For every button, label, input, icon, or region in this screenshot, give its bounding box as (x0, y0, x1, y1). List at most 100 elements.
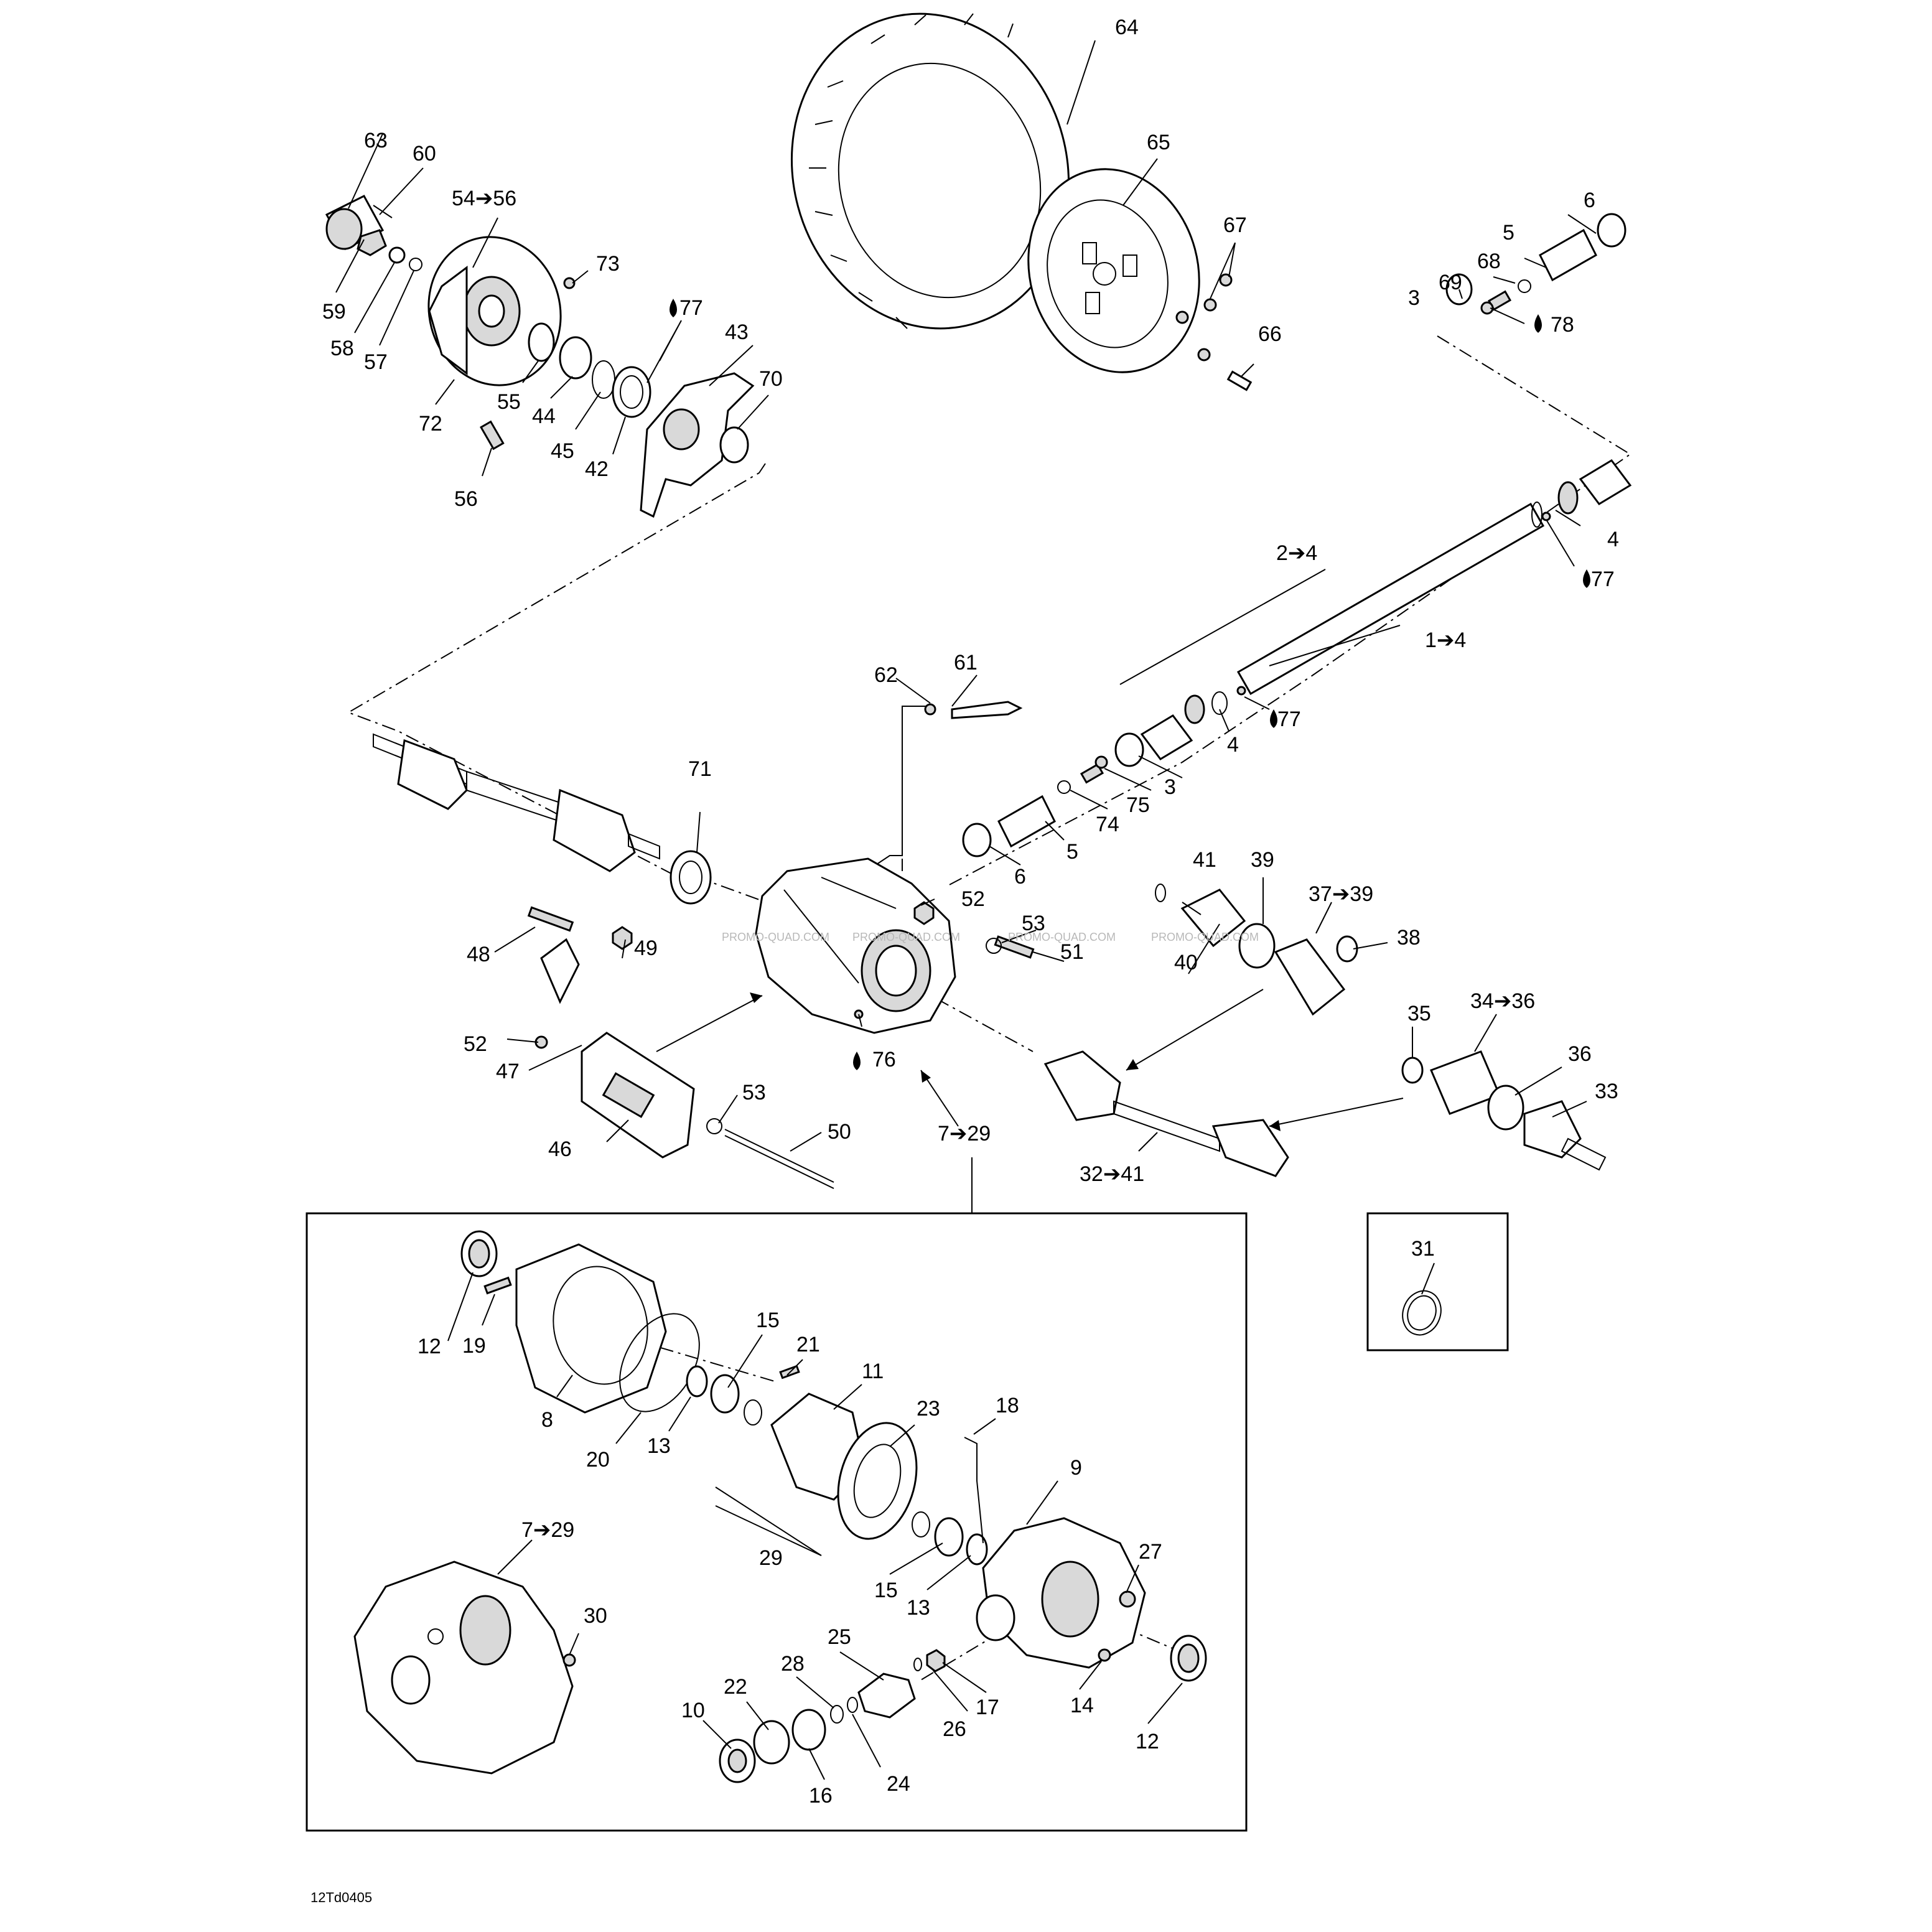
callout: 15 (874, 1579, 898, 1602)
callout: 73 (596, 252, 620, 276)
callout: 33 (1595, 1080, 1618, 1103)
callout: 9 (1070, 1456, 1082, 1480)
ring-31 (1402, 1290, 1442, 1336)
drive-shaft-1 (1236, 502, 1551, 696)
callout: 53 (1022, 912, 1045, 935)
callout: 52 (464, 1032, 487, 1056)
callout: 41 (1193, 848, 1216, 872)
callout: 58 (330, 337, 354, 360)
callout: 15 (756, 1309, 780, 1332)
callout: 6 (1014, 865, 1026, 889)
callout: 56 (454, 487, 478, 511)
assembled-housing-7-29 (353, 1561, 574, 1775)
watermark: PROMO-QUAD.COM PROMO-QUAD.COM PROMO-QUAD… (722, 931, 1259, 943)
callout: 64 (1115, 16, 1139, 39)
drawing-code: 12Td0405 (310, 1890, 372, 1905)
seal-71 (670, 850, 712, 905)
callout: 77 (1277, 707, 1301, 731)
callout-labels: 64 65 67 66 6 5 68 69 3 78 2➔4 4 77 1➔4 … (322, 16, 1619, 1808)
callout: 78 (1551, 313, 1574, 337)
wheel-stud-66 (1226, 370, 1253, 391)
callout: 39 (1251, 848, 1274, 872)
ring-gear-23 (837, 1422, 918, 1540)
callout: 17 (976, 1696, 999, 1719)
svg-text:PROMO-QUAD.COM: PROMO-QUAD.COM (1008, 931, 1116, 943)
callout: 74 (1096, 813, 1119, 836)
callout: 4 (1607, 528, 1619, 551)
plug-14 (1098, 1648, 1111, 1662)
bearing-seals-55-44-45-42 (528, 322, 651, 418)
callout: 61 (954, 651, 978, 674)
callout: 51 (1060, 940, 1084, 964)
callout: 54➔56 (452, 187, 516, 210)
pinion-stack-10-28 (719, 1697, 858, 1783)
callout: 44 (532, 404, 556, 428)
callout: 18 (996, 1394, 1019, 1417)
callout: 45 (551, 439, 574, 463)
callout: 36 (1568, 1042, 1592, 1066)
callout: 60 (413, 142, 436, 166)
callout: 19 (462, 1334, 486, 1358)
yoke-5-6-upper (1480, 213, 1626, 315)
tube-18 (964, 1437, 984, 1544)
axle-left (373, 733, 660, 872)
bolt-19 (483, 1276, 512, 1295)
callout: 77 (679, 296, 703, 320)
callout: 68 (1477, 250, 1501, 273)
callout: 34➔36 (1470, 989, 1535, 1013)
callout: 55 (497, 390, 521, 414)
callout: 3 (1164, 775, 1176, 799)
callout: 71 (688, 757, 712, 781)
oil-drop-icon (670, 299, 1590, 1070)
callout: 1➔4 (1425, 628, 1466, 652)
knuckle-43 (640, 372, 755, 518)
callout: 59 (322, 300, 346, 324)
callout: 20 (586, 1448, 610, 1472)
callout: 43 (725, 320, 749, 344)
axle-right-32-41 (1043, 1050, 1289, 1177)
leader-lines (335, 40, 1597, 1780)
callout: 2➔4 (1276, 541, 1317, 565)
callout: 24 (887, 1772, 910, 1796)
boot-and-clamps-2-3-4 (1114, 273, 1632, 767)
callout: 3 (1408, 286, 1420, 310)
callout: 65 (1147, 131, 1170, 154)
stud-73-56 (480, 277, 576, 450)
seal-12-left (460, 1230, 498, 1277)
callout: 46 (548, 1137, 572, 1161)
callout: 37➔39 (1309, 882, 1373, 906)
svg-text:PROMO-QUAD.COM: PROMO-QUAD.COM (852, 931, 960, 943)
callout: 53 (742, 1081, 766, 1104)
callout: 49 (634, 936, 658, 960)
mounting-bracket-46-47 (540, 938, 695, 1159)
callout: 62 (874, 663, 898, 687)
housing-half-9 (976, 1517, 1146, 1669)
callout: 77 (1591, 567, 1615, 591)
callout: 5 (1503, 221, 1514, 245)
wheel-nuts-67 (1175, 273, 1233, 362)
differential-assembly-7-29 (755, 857, 956, 1034)
callout: 8 (541, 1408, 553, 1432)
callout: 31 (1411, 1237, 1435, 1261)
callout: 38 (1397, 926, 1421, 950)
callout: 76 (872, 1048, 896, 1071)
callout: 5 (1066, 840, 1078, 864)
callout: 22 (724, 1675, 747, 1699)
callout: 23 (917, 1397, 940, 1421)
outer-joint-33-36 (1401, 1050, 1607, 1171)
plug-27 (1119, 1590, 1136, 1608)
callout: 28 (781, 1652, 805, 1676)
callout: 12 (1136, 1730, 1159, 1753)
callout: 7➔29 (521, 1518, 574, 1542)
callout: 16 (809, 1784, 833, 1808)
housing-half-8 (515, 1243, 667, 1414)
callout: 52 (961, 887, 985, 911)
svg-text:PROMO-QUAD.COM: PROMO-QUAD.COM (722, 931, 829, 943)
brake-disc-hub-72 (427, 236, 562, 386)
callout: 75 (1126, 793, 1150, 817)
callout: 27 (1139, 1540, 1162, 1564)
arrow-icon (656, 989, 1404, 1131)
callout: 25 (828, 1625, 851, 1649)
callout: 35 (1407, 1002, 1431, 1025)
